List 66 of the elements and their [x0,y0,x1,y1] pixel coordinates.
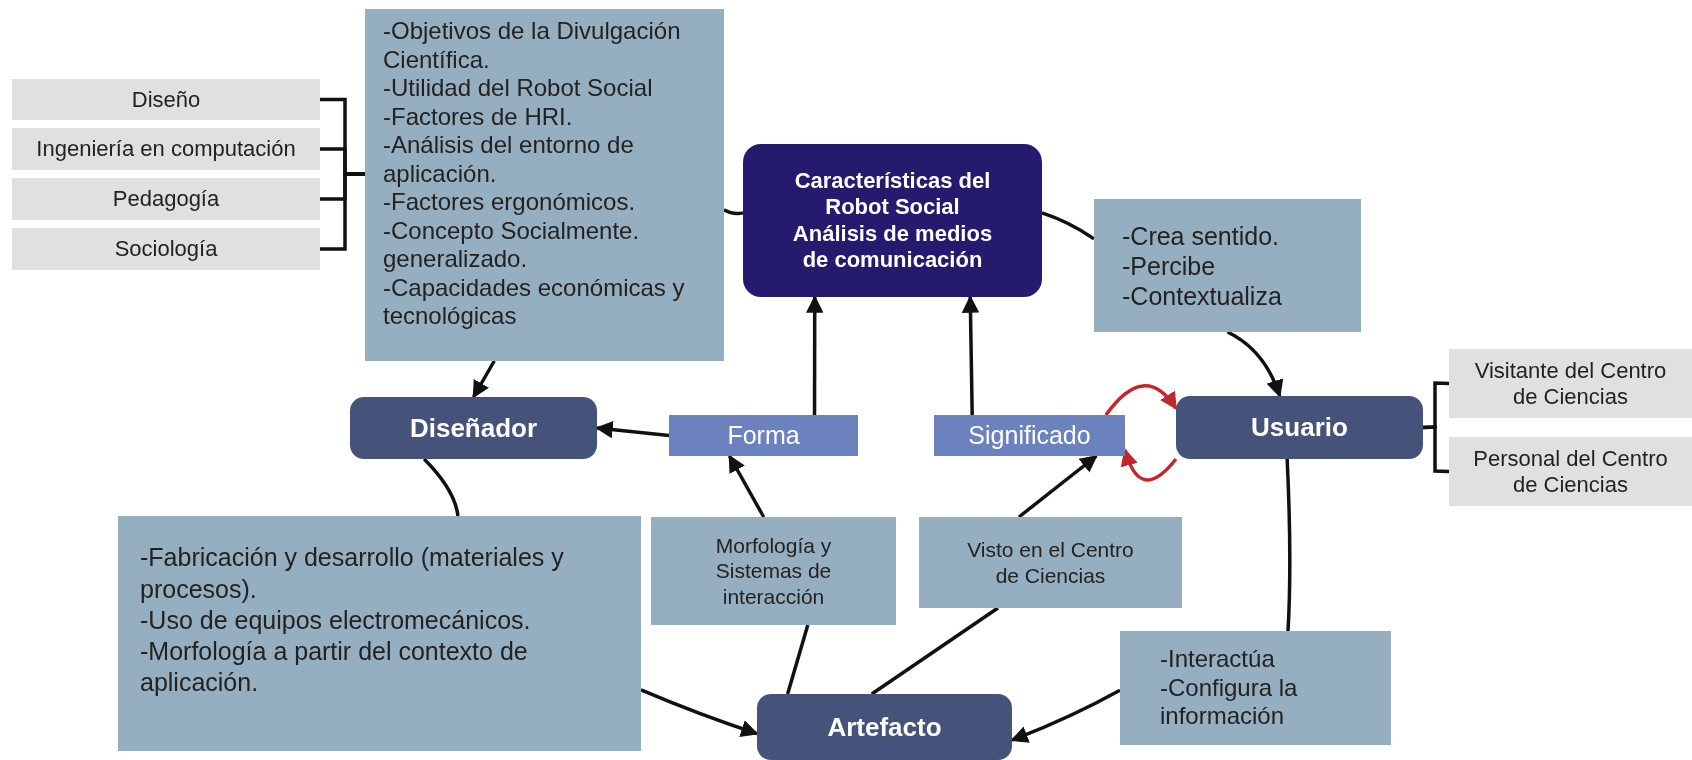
node-text: Diseñador [409,412,538,444]
node-text: -Configura la información [1160,673,1299,732]
node-text: -Utilidad del Robot Social [383,74,654,103]
node-text: Visto en el Centro de Ciencias [966,537,1135,588]
node-text: -Concepto Socialmente. generalizado. [383,216,641,274]
main-box [743,144,1042,297]
arrow [727,454,766,518]
node-text: Morfología y Sistemas de interacción [714,533,833,609]
actor-box [350,397,597,459]
arrow [806,295,824,415]
arrow [1010,688,1121,743]
arrow [1017,454,1098,519]
arrow [595,420,670,439]
arrow [961,295,980,416]
connector-line [1422,425,1450,474]
arrow [472,360,496,399]
node-text: -Objetivos de la Divulgación Científica. [383,17,682,75]
arrow [640,688,759,737]
connector-line [723,208,744,216]
note-box [365,9,724,361]
role-label [1449,437,1692,506]
discipline-label [12,228,320,270]
node-text: -Crea sentido. [1122,220,1281,251]
connector-line [1041,211,1095,241]
node-text: -Capacidades económicas y tecnológicas [383,273,686,331]
note-box [1094,199,1361,332]
node-text: -Factores ergonómicos. [383,188,637,217]
discipline-label [12,79,320,120]
arrow [1226,330,1283,398]
note-box [919,517,1182,608]
node-text: Características del Robot Social Análisis de medios de comunicación [791,167,994,274]
discipline-label [12,178,320,220]
note-box [651,517,896,625]
node-text: Forma [727,421,800,450]
concept-box [934,415,1125,456]
node-text: -Uso de equipos electromecánicos. [140,604,532,636]
node-text: Visitante del Centro de Ciencias [1473,358,1668,409]
connector-line [1285,458,1292,632]
node-text: -Interactúa [1160,644,1276,674]
connector-line [320,172,365,251]
node-text: -Análisis del entorno de aplicación. [383,131,635,189]
node-text: Sociología [114,236,218,262]
node-text: Diseño [131,86,201,113]
node-text: -Factores de HRI. [383,102,574,132]
note-box [118,516,641,751]
node-text: Artefacto [827,711,942,743]
actor-box [757,694,1012,760]
node-text: Significado [968,421,1091,450]
connector-line [785,624,810,695]
node-text: -Contextualiza [1122,280,1283,311]
discipline-label [12,128,320,170]
node-text: Pedagogía [112,186,220,212]
node-text: Personal del Centro de Ciencias [1472,446,1669,497]
arrow [1104,384,1178,417]
node-text: -Fabricación y desarrollo (materiales y procesos). [140,542,565,605]
actor-box [1176,396,1423,459]
connector-line [870,606,999,696]
arrow [1121,448,1178,482]
node-text: Usuario [1251,412,1348,443]
role-label [1449,349,1692,418]
node-text: -Morfología a partir del contexto de aplicación. [140,636,529,699]
connector-line [422,457,460,517]
node-text: Ingeniería en computación [36,136,296,162]
concept-box [669,415,858,456]
node-text: -Percibe [1122,250,1217,281]
note-box [1120,631,1391,745]
